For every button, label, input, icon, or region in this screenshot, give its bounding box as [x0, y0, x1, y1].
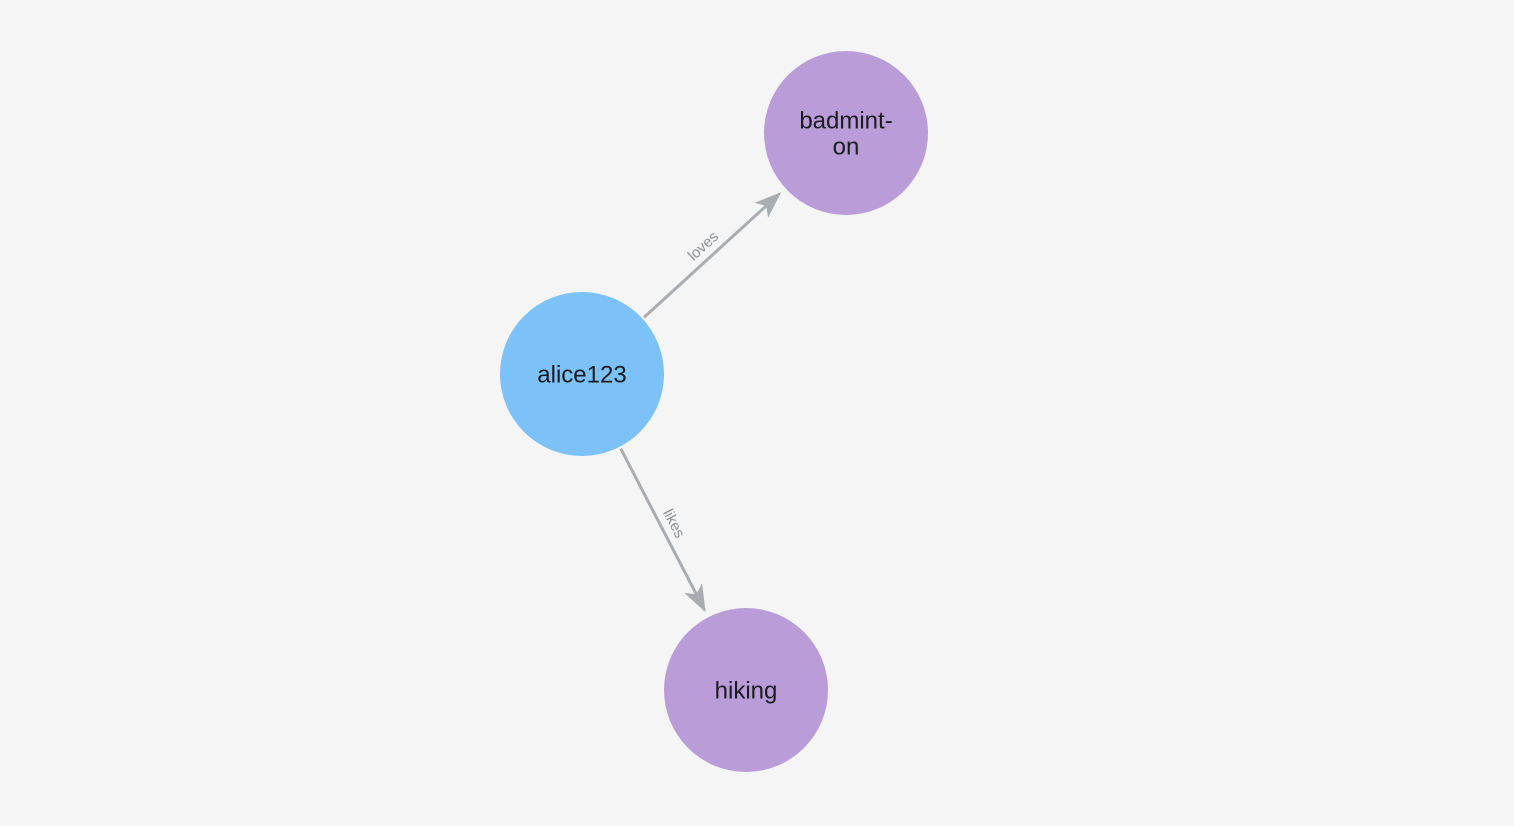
- node-alice123[interactable]: alice123: [500, 292, 664, 456]
- node-label-line: on: [833, 133, 860, 160]
- node-label-line: alice123: [537, 361, 626, 388]
- node-label-line: badmint-: [799, 107, 892, 134]
- edge-label-likes[interactable]: likes: [659, 506, 688, 540]
- node-label-hiking: hiking: [715, 677, 778, 704]
- node-label-badminton: badmint-on: [799, 107, 892, 160]
- edge-likes[interactable]: [619, 447, 706, 613]
- edge-loves[interactable]: [643, 192, 782, 319]
- node-label-line: hiking: [715, 677, 778, 704]
- node-circle-badminton[interactable]: [764, 51, 928, 215]
- node-label-alice123: alice123: [537, 361, 626, 388]
- node-hiking[interactable]: hiking: [664, 608, 828, 772]
- node-circle-alice123[interactable]: [500, 292, 664, 456]
- node-badminton[interactable]: badmint-on: [764, 51, 928, 215]
- edge-label-loves[interactable]: loves: [685, 228, 722, 264]
- node-circle-hiking[interactable]: [664, 608, 828, 772]
